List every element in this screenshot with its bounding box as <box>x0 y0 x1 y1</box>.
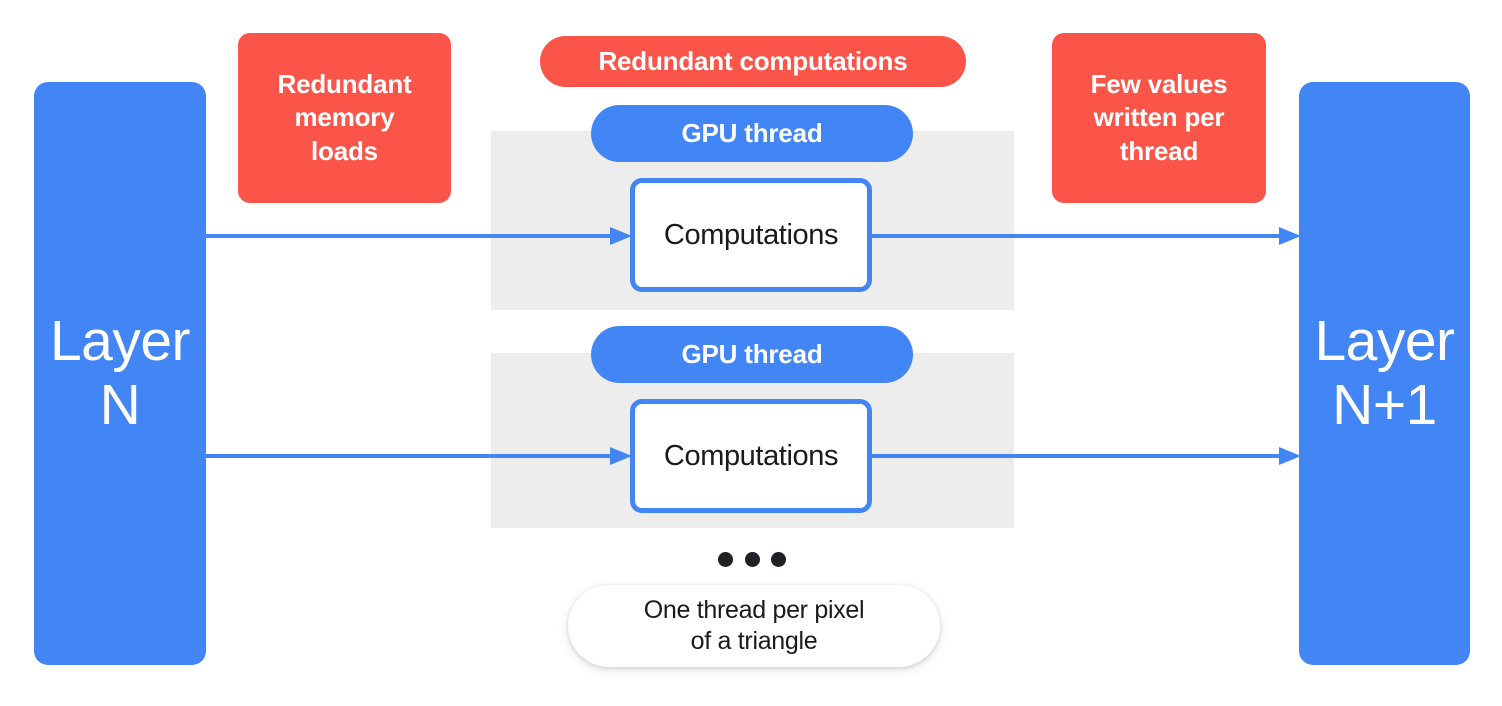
gpu-thread-label-1: GPU thread <box>681 118 823 148</box>
computations-box-1: Computations <box>630 178 872 292</box>
arrow-layer-n-to-thread-2 <box>206 445 632 467</box>
layer-n-plus-1-label: Layer N+1 <box>1314 308 1455 437</box>
callout-few-values-written-per-thread-label: Few values written per thread <box>1090 69 1228 166</box>
note-one-thread-per-pixel: One thread per pixel of a triangle <box>568 585 940 667</box>
callout-redundant-computations-label: Redundant computations <box>598 46 908 76</box>
layer-n-block: Layer N <box>34 82 206 665</box>
arrow-thread-2-to-layer-n-plus-1 <box>870 445 1301 467</box>
callout-redundant-memory-loads-label: Redundant memory loads <box>277 69 412 166</box>
layer-n-plus-1-block: Layer N+1 <box>1299 82 1470 665</box>
computations-box-2: Computations <box>630 399 872 513</box>
arrow-layer-n-to-thread-1 <box>206 225 632 247</box>
gpu-thread-pill-1: GPU thread <box>591 105 913 162</box>
callout-few-values-written-per-thread: Few values written per thread <box>1052 33 1266 203</box>
gpu-thread-pill-2: GPU thread <box>591 326 913 383</box>
ellipsis-dot-3 <box>771 551 786 567</box>
computations-label-2: Computations <box>663 439 839 472</box>
callout-redundant-memory-loads: Redundant memory loads <box>238 33 451 203</box>
layer-n-label: Layer N <box>49 308 191 437</box>
note-one-thread-per-pixel-label: One thread per pixel of a triangle <box>643 595 865 655</box>
ellipsis-dot-2 <box>744 551 760 567</box>
computations-label-1: Computations <box>663 218 839 251</box>
ellipsis-dot-1 <box>718 551 733 567</box>
gpu-thread-label-2: GPU thread <box>681 339 823 369</box>
arrow-thread-1-to-layer-n-plus-1 <box>870 225 1301 247</box>
ellipsis-dots-icon <box>718 551 786 567</box>
callout-redundant-computations: Redundant computations <box>540 36 966 87</box>
